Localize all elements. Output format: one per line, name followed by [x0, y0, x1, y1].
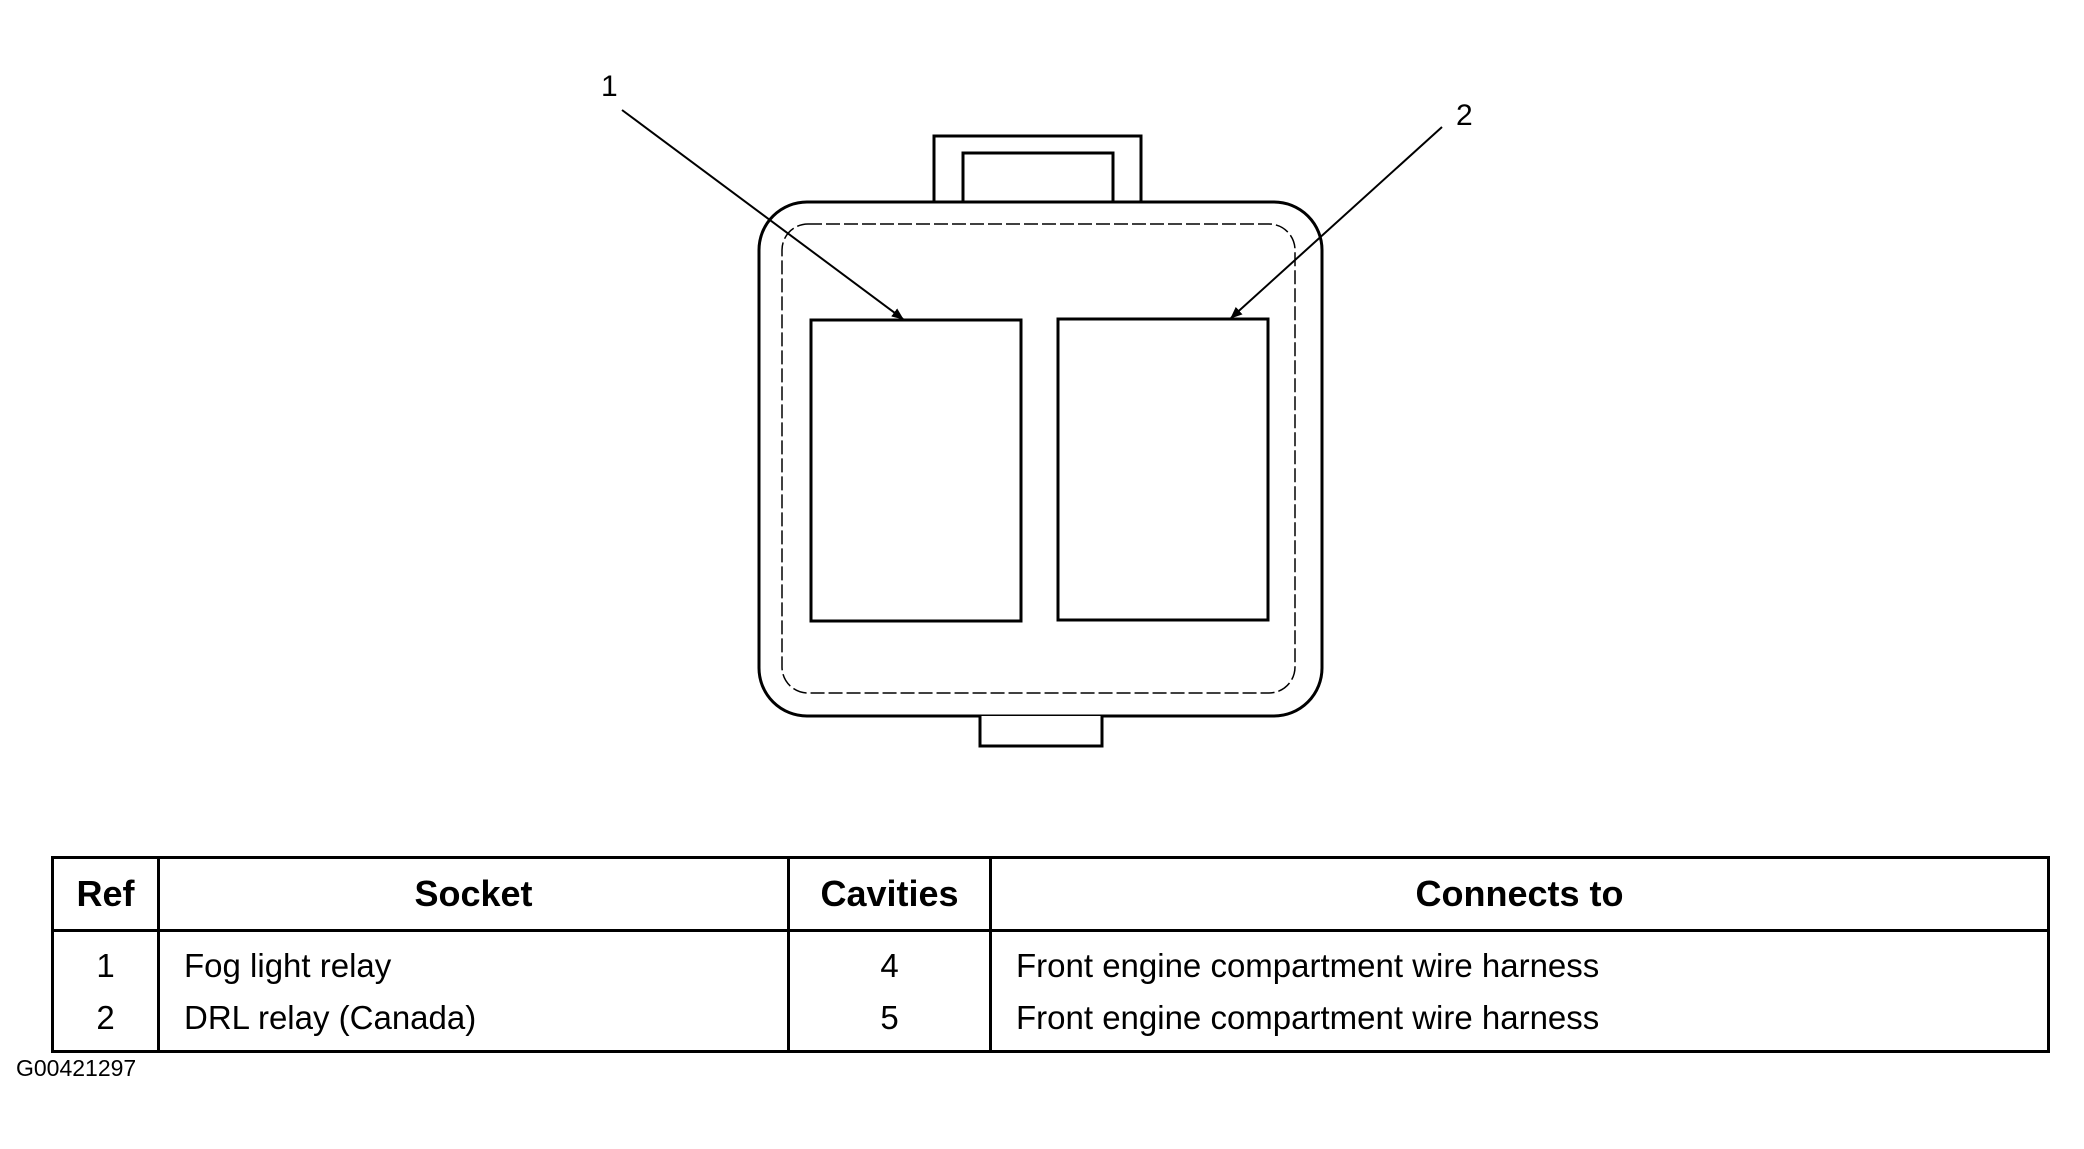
leader-line-2 [1230, 126, 1443, 319]
table-header-row: Ref Socket Cavities Connects to [51, 856, 2050, 932]
bottom-tab [978, 716, 1104, 748]
top-latch-tab [932, 134, 1143, 202]
socket-2-drl-relay [1056, 317, 1270, 622]
cell-socket: DRL relay (Canada) [157, 992, 790, 1052]
callout-label-2: 2 [1456, 99, 1473, 132]
leader-line-1 [621, 109, 904, 320]
cell-ref: 1 [51, 930, 160, 992]
cell-ref: 2 [51, 992, 160, 1052]
socket-table: Ref Socket Cavities Connects to 1 Fog li… [51, 856, 2050, 1053]
figure-id: G00421297 [16, 1055, 137, 1081]
cell-connects-to: Front engine compartment wire harness [989, 992, 2050, 1052]
cell-socket: Fog light relay [157, 930, 790, 992]
cell-connects-to: Front engine compartment wire harness [989, 930, 2050, 992]
header-ref: Ref [51, 856, 160, 932]
relay-box-diagram [621, 109, 1443, 748]
header-connects-to: Connects to [989, 856, 2050, 932]
socket-1-fog-light-relay [809, 318, 1023, 623]
table-row: 2 DRL relay (Canada) 5 Front engine comp… [51, 992, 2050, 1052]
table-row: 1 Fog light relay 4 Front engine compart… [51, 930, 2050, 992]
cell-cavities: 5 [787, 992, 992, 1052]
top-latch-slot [961, 151, 1115, 204]
header-cavities: Cavities [787, 856, 992, 932]
housing-inner-rim [781, 223, 1296, 694]
header-socket: Socket [157, 856, 790, 932]
cell-cavities: 4 [787, 930, 992, 992]
callout-label-1: 1 [601, 70, 618, 103]
